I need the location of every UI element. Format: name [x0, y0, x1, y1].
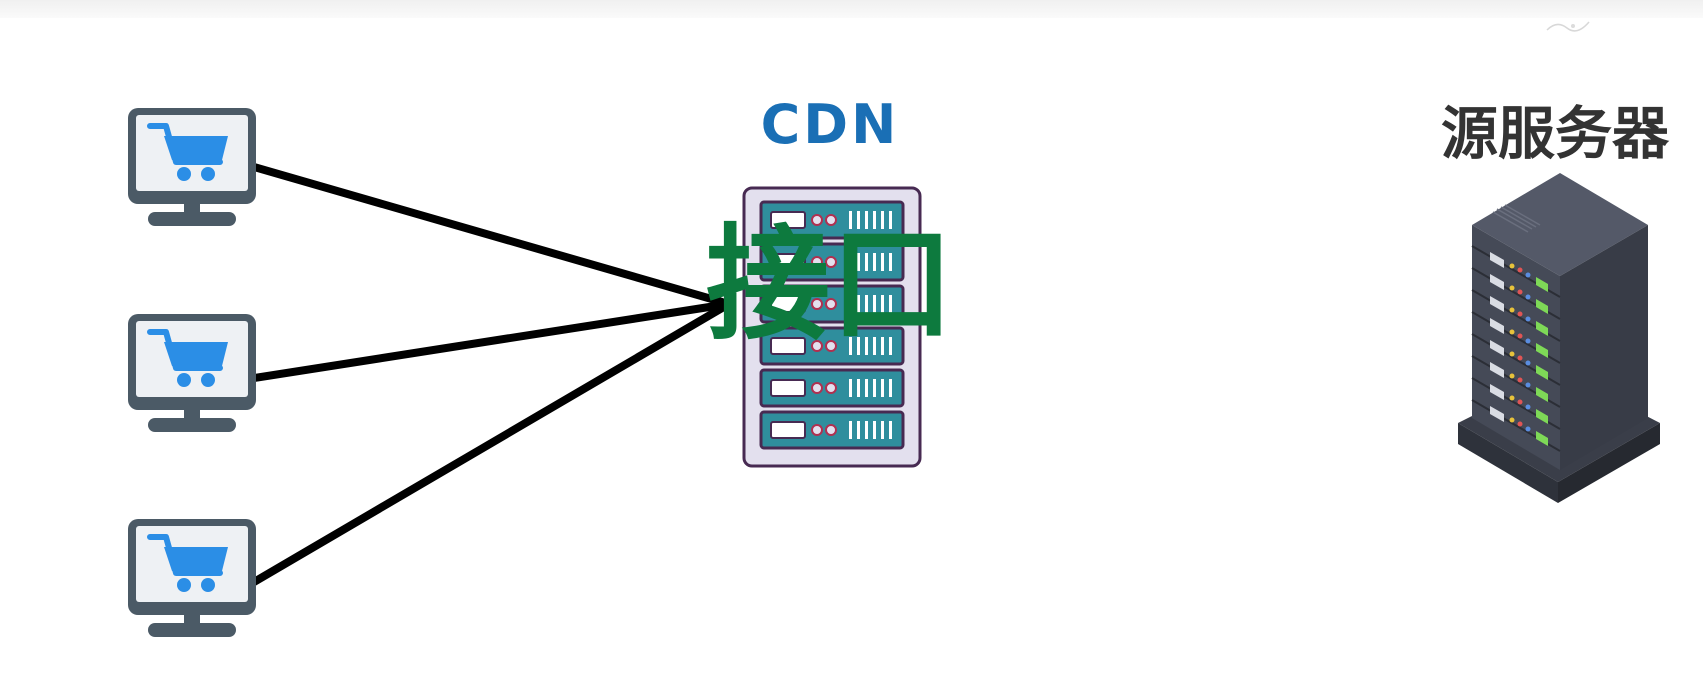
cdn-label: CDN [760, 93, 900, 156]
connector-line-top [250, 163, 726, 306]
connector-line-middle [250, 301, 726, 382]
watermark-icon [1546, 21, 1590, 32]
origin-server-label: 源服务器 [1441, 101, 1669, 167]
interface-label: 接口 [705, 213, 954, 357]
origin-server-tower-icon [1458, 173, 1660, 503]
client-monitor-icon [128, 108, 256, 226]
client-monitor-icon [128, 519, 256, 637]
cdn-server-rack-icon [742, 186, 922, 468]
client-monitor-icon [128, 314, 256, 432]
top-strip [0, 0, 1703, 18]
connector-line-bottom [250, 304, 726, 586]
